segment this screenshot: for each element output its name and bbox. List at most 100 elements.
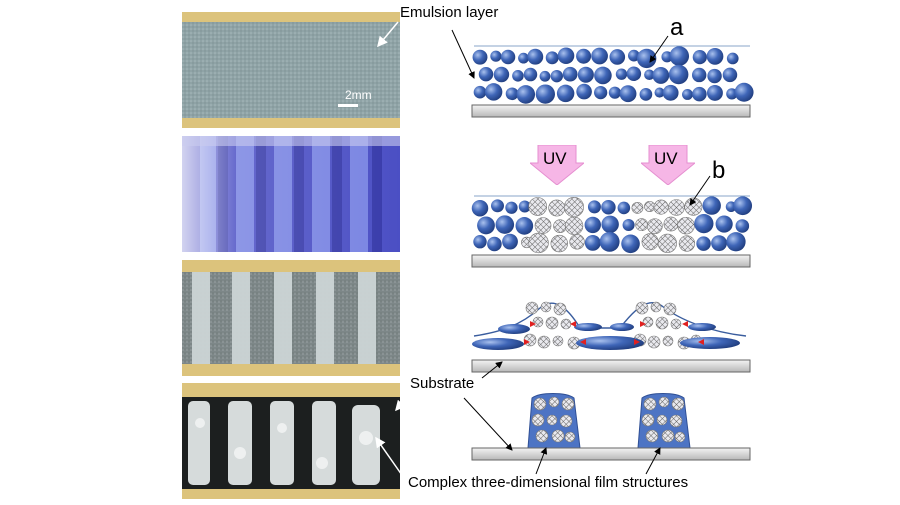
droplet-blue (706, 47, 724, 65)
droplet-cured (643, 397, 657, 411)
substrate-3 (471, 359, 751, 373)
droplet-cured (661, 429, 675, 443)
droplet-blue (668, 64, 689, 85)
droplet-blue (584, 234, 601, 251)
droplet-blue (576, 83, 592, 100)
droplet-cured (663, 302, 677, 316)
droplet-blue (622, 218, 635, 232)
droplet-blue (601, 215, 619, 234)
schematic-stage-2 (471, 195, 753, 268)
droplet-blue (516, 85, 536, 104)
scale-bar-label: 2mm (345, 88, 372, 102)
mixed-droplets (471, 196, 753, 254)
migrating-droplets (472, 301, 740, 350)
migration-arrow (524, 339, 530, 345)
droplet-blue (587, 200, 601, 214)
emulsion-droplets (472, 46, 754, 104)
droplet-stretched (472, 338, 524, 350)
droplet-blue (490, 50, 502, 62)
droplet-blue (601, 200, 616, 215)
droplet-cured (528, 232, 549, 254)
droplet-cured (647, 335, 661, 349)
arrow-substrate-lower (463, 397, 513, 451)
droplet-blue (473, 85, 487, 99)
droplet-blue (550, 69, 563, 83)
droplet-blue (707, 84, 723, 101)
droplet-blue (733, 196, 753, 216)
droplet-blue (696, 236, 711, 251)
droplet-cured (658, 396, 670, 408)
uv-arrow-left (530, 145, 584, 185)
photo-uv-mask (182, 136, 400, 252)
droplet-blue (626, 66, 642, 82)
migration-arrow (530, 321, 536, 327)
droplet-cured (678, 235, 696, 252)
droplet-blue (734, 82, 754, 102)
substrate-1 (471, 104, 751, 118)
droplet-blue (471, 199, 489, 217)
droplet-cured (569, 234, 585, 250)
droplet-blue (599, 231, 620, 252)
droplet-cured (635, 301, 649, 315)
droplet-blue (505, 87, 519, 101)
droplet-blue (487, 236, 502, 252)
droplet-blue (654, 87, 665, 98)
droplet-blue (473, 234, 487, 249)
droplet-blue (518, 200, 531, 213)
droplet-blue (682, 89, 693, 100)
droplet-cured (548, 396, 560, 408)
droplet-blue (609, 49, 626, 65)
droplet-cured (532, 316, 544, 328)
migration-arrow (682, 321, 688, 327)
droplet-blue (491, 199, 504, 213)
substrate-label: Substrate (410, 375, 475, 392)
droplet-cured (655, 316, 669, 330)
droplet-cured (650, 301, 662, 313)
droplet-cured (550, 234, 568, 253)
droplet-blue (472, 49, 488, 65)
droplet-stretched (610, 323, 634, 331)
droplet-blue (702, 196, 721, 215)
droplet-cured (533, 397, 547, 411)
arrow-photo-emulsion (377, 21, 399, 48)
droplet-blue (515, 217, 534, 235)
droplet-blue (594, 66, 612, 85)
droplet-blue (726, 52, 739, 65)
droplet-blue (535, 84, 555, 104)
droplet-cured (540, 301, 552, 313)
droplet-stretched (498, 324, 530, 334)
migration-arrow (570, 321, 576, 327)
film-structures-label: Complex three-dimensional film structure… (408, 474, 689, 491)
droplet-blue (505, 201, 518, 214)
uv-label-left: UV (543, 149, 567, 168)
droplet-blue (527, 48, 544, 65)
droplet-cured (668, 199, 685, 216)
droplet-blue (652, 67, 670, 84)
droplet-cured (545, 316, 559, 330)
droplet-blue (495, 215, 515, 234)
droplet-blue (477, 216, 495, 235)
droplet-cured (528, 197, 548, 216)
droplet-blue (692, 50, 707, 65)
droplet-cured (559, 414, 573, 428)
photo-emulsion-layer (182, 12, 400, 128)
schematic-stage-3 (471, 301, 751, 373)
arrow-film-left (535, 447, 548, 475)
arrow-photo-film-top (395, 395, 409, 412)
schematic-stage-1 (471, 45, 754, 118)
droplet-cured (553, 302, 567, 316)
droplet-cured (631, 201, 644, 214)
migration-arrow (640, 321, 646, 327)
droplet-cured (674, 431, 686, 443)
arrow-photo-film-bottom (375, 436, 405, 479)
droplet-cured (551, 429, 565, 443)
droplet-blue (711, 235, 728, 252)
droplet-blue (608, 86, 621, 99)
droplet-stretched (680, 337, 740, 349)
droplet-blue (584, 216, 601, 234)
droplet-cured (531, 413, 545, 427)
photo-3d-film (182, 383, 400, 499)
droplet-cured (656, 414, 668, 426)
droplet-blue (557, 47, 575, 65)
